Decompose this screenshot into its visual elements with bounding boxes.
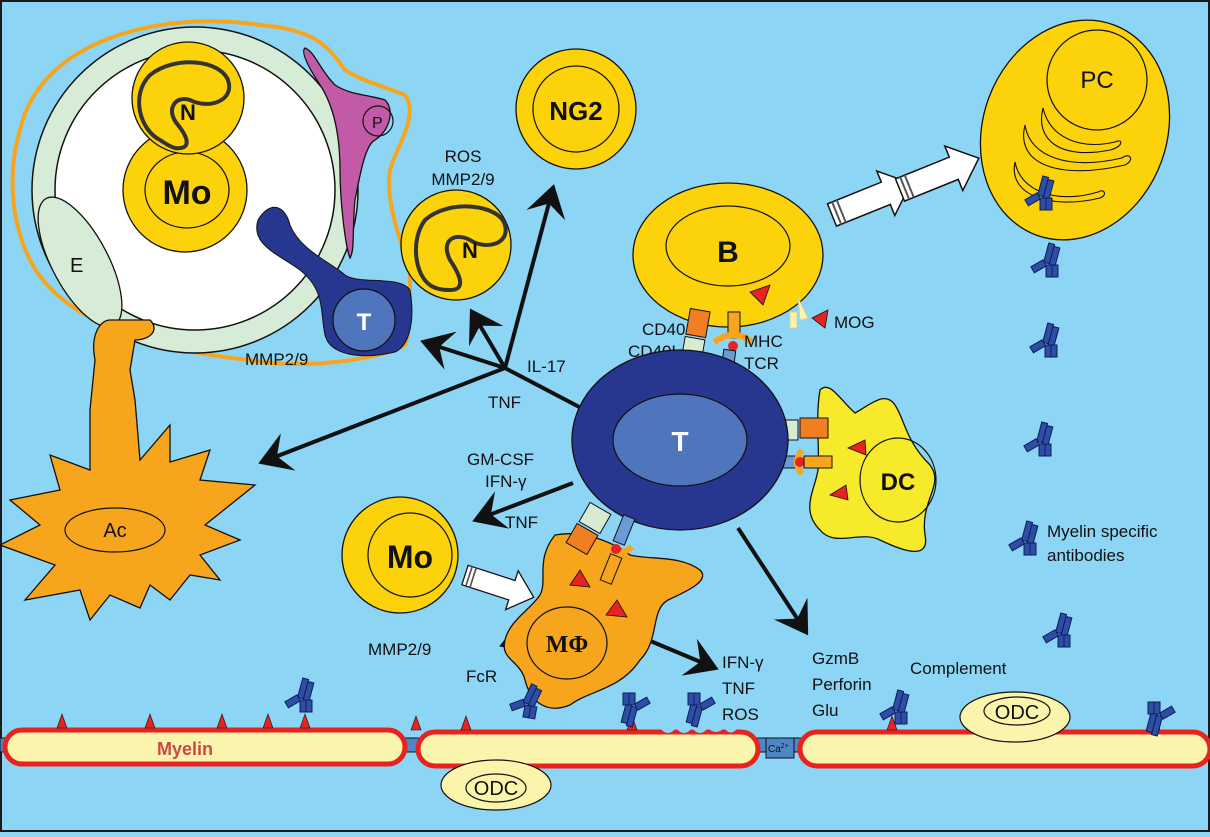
monocyte-label: Mo — [387, 539, 433, 575]
central-tcell: T — [571, 349, 789, 531]
arrow-to-monocyte — [472, 481, 574, 529]
vessel-tcell-secretion: MMP2/9 — [245, 350, 308, 369]
astrocyte-body — [0, 319, 257, 622]
astrocyte-nucleus — [64, 507, 166, 553]
cytotoxic-glu: Glu — [812, 701, 838, 720]
tcr-label: TCR — [744, 354, 779, 373]
antigen — [846, 439, 867, 456]
cytokine-arrows — [258, 184, 809, 676]
antigen — [605, 599, 628, 618]
antigen — [569, 569, 591, 588]
cd40-label: CD40 — [642, 320, 685, 339]
mhc-label: MHC — [744, 332, 783, 351]
er-cisterna — [1023, 124, 1132, 172]
plasma-cell: PC — [979, 19, 1171, 241]
dendritic-cell: DC — [809, 386, 937, 552]
gm-csf-label: GM-CSF — [467, 450, 534, 469]
mog-label: MOG — [834, 313, 875, 332]
arrow-to-neutrophil — [468, 308, 507, 370]
axon: Ca2+ Myelin — [0, 727, 1210, 769]
ng2-cell: NG2 — [515, 48, 637, 170]
macrophage-secretion-tnf: TNF — [722, 679, 755, 698]
calcium-channel — [765, 737, 795, 759]
odc-label-upper: ODC — [995, 702, 1039, 724]
bcr-mog — [789, 297, 829, 329]
arrow-macrophage-cytokines — [647, 638, 719, 676]
tnf-label-top: TNF — [488, 393, 521, 412]
pericyte — [303, 47, 391, 260]
neutrophil-secretion-mmp: MMP2/9 — [431, 170, 494, 189]
arrow-to-cytotoxic — [736, 526, 809, 636]
tnf-label-monocyte: TNF — [505, 513, 538, 532]
neutrophil-label: N — [462, 238, 478, 263]
arrow-to-astrocyte — [258, 366, 506, 471]
vessel-neutrophil-label: N — [180, 100, 196, 125]
neutrophil-secretion-ros: ROS — [445, 147, 482, 166]
fcr-label: FcR — [466, 667, 497, 686]
dc-label: DC — [881, 469, 916, 496]
myelin-segment-2 — [415, 729, 761, 769]
endothelial-cell-label: E — [70, 255, 83, 277]
astrocyte: Ac — [0, 319, 257, 622]
mhc-tcr-macrophage — [598, 514, 636, 585]
cytotoxic-perforin: Perforin — [812, 675, 872, 694]
pericyte-nucleus — [362, 105, 394, 137]
tcell-label: T — [671, 426, 688, 457]
vessel-monocyte-label: Mo — [162, 174, 211, 212]
myelin-label: Myelin — [157, 739, 213, 759]
vessel-neutrophil-nucleus — [137, 60, 232, 151]
plasma-cell-label: PC — [1080, 67, 1113, 94]
odc-label-lower: ODC — [474, 778, 518, 800]
odc-upper: ODC — [959, 691, 1071, 743]
vessel-tcell-label: T — [357, 309, 372, 336]
blood-vessel: E P Mo N T MMP2/9 — [10, 19, 413, 369]
il17-label: IL-17 — [527, 357, 566, 376]
macrophage-label: MΦ — [546, 632, 589, 658]
ng2-label: NG2 — [549, 96, 602, 126]
macrophage-secretion-ros: ROS — [722, 705, 759, 724]
bcell-label: B — [717, 236, 739, 269]
antibodies-label-line1: Myelin specific — [1047, 522, 1158, 541]
myelin-segment-1 — [2, 727, 408, 767]
arrow-to-ng2 — [503, 184, 566, 369]
macrophage: MΦ — [503, 533, 704, 709]
astrocyte-label: Ac — [103, 520, 126, 542]
antigen — [749, 284, 771, 306]
ifn-gamma-label: IFN-γ — [485, 472, 527, 491]
bcell: B — [632, 182, 824, 328]
calcium-label: Ca2+ — [768, 743, 789, 755]
macrophage-secretion-ifn: IFN-γ — [722, 653, 764, 672]
er-cisterna — [1041, 107, 1122, 154]
pericyte-label: P — [372, 115, 383, 132]
antigen — [829, 484, 849, 501]
mog-antigen — [811, 309, 829, 329]
antibodies-label-line2: antibodies — [1047, 546, 1125, 565]
monocyte: Mo — [341, 496, 459, 614]
arrow-to-vessel — [420, 331, 506, 370]
neutrophil: ROS MMP2/9 N — [400, 147, 512, 301]
cd40-receptor-macrophage — [565, 501, 612, 556]
myelin-damage — [660, 728, 736, 733]
mmp-macrophage-label: MMP2/9 — [368, 640, 431, 659]
complement-label: Complement — [910, 659, 1007, 678]
cytotoxic-gzmb: GzmB — [812, 649, 859, 668]
odc-lower: ODC — [440, 759, 552, 811]
vessel-tcell-nucleus — [332, 288, 396, 352]
hub-line — [504, 366, 586, 412]
